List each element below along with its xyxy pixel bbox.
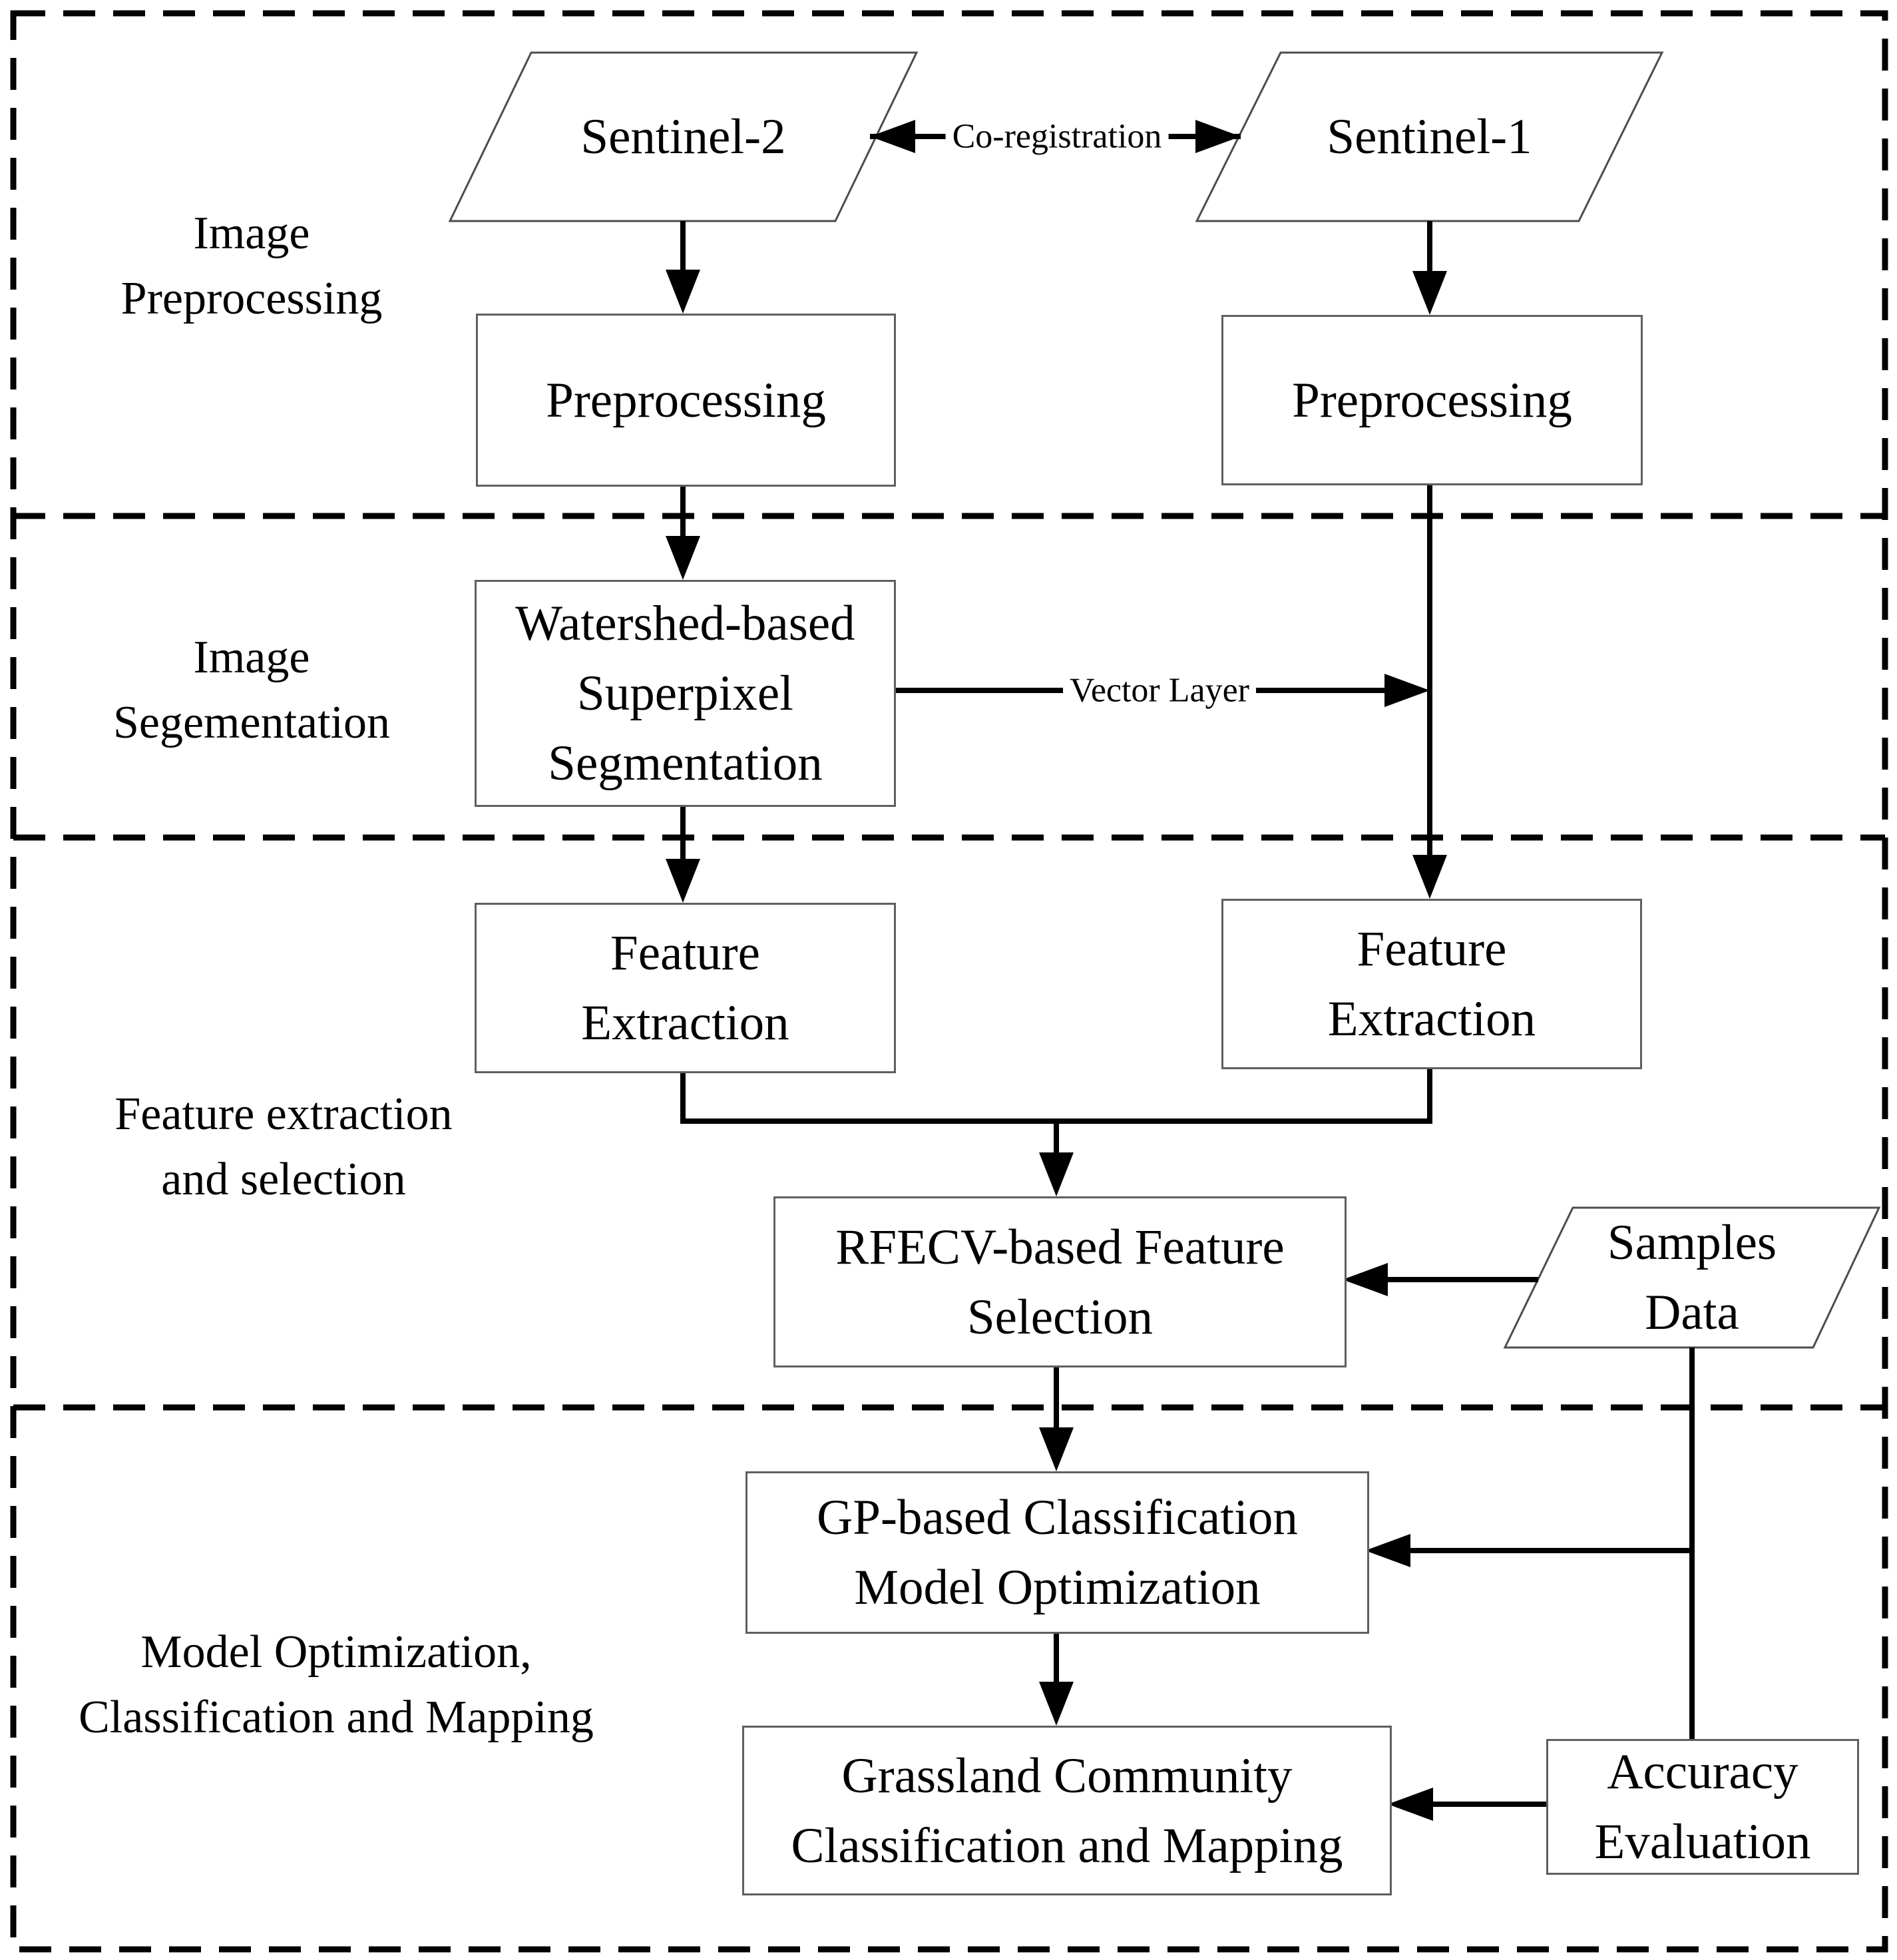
section-label-image-segmentation: Image Segementation [113,625,390,756]
node-feature-extraction-right: Feature Extraction [1221,899,1642,1069]
arrowhead-vector-layer [1384,674,1430,707]
node-accuracy-evaluation: Accuracy Evaluation [1546,1739,1859,1875]
node-label-line: Extraction [581,995,789,1051]
node-label: Sentinel-1 [1327,109,1532,164]
node-label-line: Feature [1357,921,1507,977]
parallelogram-sentinel2 [448,51,919,222]
node-label-line: Extraction [1327,991,1536,1047]
section-label-line: Model Optimization, [140,1626,532,1678]
arrowhead-merge-rfecv [1039,1152,1074,1196]
section-label-line: Image [193,208,310,259]
node-gp-model-optimization: GP-based Classification Model Optimizati… [745,1471,1369,1634]
node-label-line: Classification and Mapping [791,1818,1343,1873]
node-rfecv-selection: RFECV-based Feature Selection [773,1196,1347,1367]
section-label-line: Image [193,632,310,683]
section-label-model-optimization: Model Optimization, Classification and M… [79,1620,594,1750]
node-label-line: Accuracy [1607,1744,1798,1800]
arrowhead-rfecv-gp [1039,1427,1074,1471]
connector-feature-merge [680,1065,1432,1124]
arrowhead-preprocessing-watershed [666,536,700,580]
parallelogram-samples-data [1503,1206,1881,1349]
section-label-line: Segementation [112,697,391,748]
node-label-line: Superpixel [577,666,793,721]
section-label-image-preprocessing: Image Preprocessing [121,201,383,332]
connector-label-co-registration: Co-registration [945,117,1169,156]
section-label-line: Classification and Mapping [79,1692,594,1743]
outer-dashed-border [10,10,1888,1953]
arrowhead-feature-extraction-left [666,859,700,903]
node-preprocessing-s1: Preprocessing [1221,315,1643,485]
node-label-line: Data [1645,1285,1739,1340]
arrowhead-accuracy-grassland [1388,1788,1433,1821]
node-label-line: Evaluation [1594,1814,1811,1869]
section-label-line: and selection [161,1154,406,1205]
node-sentinel2: Sentinel-2 [450,53,917,221]
node-label-line: Grassland Community [841,1748,1293,1804]
node-label-line: Feature [610,925,760,981]
arrowhead-samples-gp [1365,1534,1410,1567]
node-sentinel1: Sentinel-1 [1197,53,1662,221]
node-label-line: Samples [1607,1215,1777,1270]
arrowhead-gp-grassland [1039,1682,1074,1726]
section-label-line: Preprocessing [120,273,383,324]
node-label-line: Segmentation [548,736,823,791]
node-watershed-segmentation: Watershed-based Superpixel Segmentation [475,580,896,807]
section-label-feature-extraction: Feature extraction and selection [114,1082,452,1212]
node-label: Preprocessing [1292,372,1572,428]
node-grassland-classification: Grassland Community Classification and M… [742,1726,1392,1895]
connector-label-vector-layer: Vector Layer [1063,671,1256,710]
node-label-line: RFECV-based Feature [835,1219,1285,1275]
node-label-line: Selection [966,1289,1154,1345]
arrowhead-sentinel1-preprocessing [1412,271,1447,315]
node-feature-extraction-left: Feature Extraction [475,903,896,1073]
section-label-line: Feature extraction [114,1089,453,1140]
arrowhead-right-co-registration [1195,120,1241,153]
node-label: Sentinel-2 [580,109,786,164]
node-label-line: Model Optimization [854,1560,1261,1615]
node-label-line: Watershed-based [515,596,855,651]
arrowhead-left-co-registration [870,120,915,153]
node-preprocessing-s2: Preprocessing [476,314,896,487]
node-samples-data: Samples Data [1505,1208,1879,1348]
arrowhead-sentinel2-preprocessing [666,270,700,314]
arrowhead-samples-rfecv [1343,1263,1388,1296]
parallelogram-sentinel1 [1195,51,1664,222]
node-label-line: GP-based Classification [817,1490,1298,1545]
arrowhead-feature-extraction-right [1412,855,1447,899]
node-label: Preprocessing [546,372,826,428]
